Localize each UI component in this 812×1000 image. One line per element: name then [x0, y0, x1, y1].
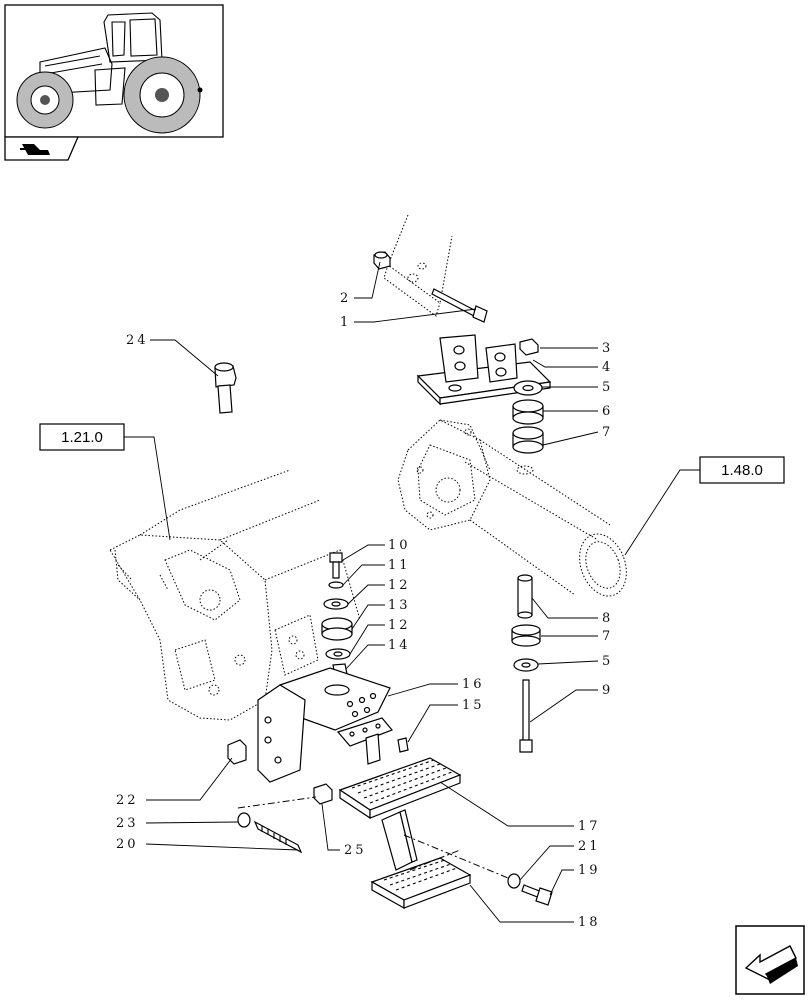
- callout-24: 24: [126, 333, 149, 348]
- callout-9: 9: [602, 683, 613, 698]
- step-18: [370, 857, 472, 910]
- step-link: [381, 809, 418, 871]
- nut-2: [373, 251, 391, 270]
- bush-7b: [511, 624, 541, 647]
- callout-3: 3: [602, 341, 613, 356]
- step-bracket-16: [257, 667, 391, 783]
- callout-19: 19: [578, 863, 601, 878]
- callout-17: 17: [578, 819, 601, 834]
- callout-12-bottom: 12: [388, 618, 411, 633]
- cab-bracket: [383, 214, 453, 317]
- nut-25: [313, 783, 333, 805]
- callout-14: 14: [388, 638, 411, 653]
- bolt-20: [253, 820, 303, 854]
- callout-16: 16: [462, 677, 485, 692]
- step-17: [338, 757, 462, 820]
- callout-12-top: 12: [388, 578, 411, 593]
- callout-6: 6: [602, 404, 613, 419]
- tractor-thumbnail[interactable]: [4, 4, 224, 138]
- callout-1: 1: [340, 315, 351, 330]
- ref-label-front-axle: 1.48.0: [721, 462, 763, 479]
- washer-23: [237, 812, 251, 828]
- callout-10: 10: [388, 538, 411, 553]
- callout-labels: 2 1 3 4 5 6 7 8 7 5 9 10 11 12 13 12 14 …: [116, 291, 613, 930]
- callout-11: 11: [388, 558, 411, 573]
- ref-box-transmission[interactable]: 1.21.0: [39, 423, 125, 451]
- callout-2: 2: [340, 291, 351, 306]
- bolt-10: [329, 552, 343, 579]
- bracket-4: [416, 334, 552, 406]
- bush-7a: [512, 426, 544, 454]
- ref-label-transmission: 1.21.0: [61, 429, 103, 446]
- callout-4: 4: [602, 360, 613, 375]
- callout-5-bottom: 5: [602, 654, 613, 669]
- callout-23: 23: [116, 816, 139, 831]
- next-page-arrow-icon[interactable]: [735, 925, 805, 995]
- washer-11: [328, 581, 344, 589]
- washer-21: [507, 873, 521, 889]
- plate-15: [336, 717, 409, 765]
- callout-21: 21: [578, 839, 601, 854]
- callout-5-top: 5: [602, 380, 613, 395]
- callout-7-top: 7: [602, 425, 613, 440]
- callout-18: 18: [578, 915, 601, 930]
- callout-15: 15: [462, 698, 485, 713]
- spacer-8: [517, 574, 533, 619]
- callout-8: 8: [602, 611, 613, 626]
- section-tab-icon[interactable]: [4, 136, 79, 161]
- pin-24: [214, 362, 237, 414]
- nut-3: [519, 338, 539, 356]
- leader-lines: [145, 261, 599, 923]
- bolt-9: [519, 679, 533, 753]
- callout-20: 20: [116, 837, 139, 852]
- transmission-housing: [109, 469, 361, 721]
- nut-22: [227, 739, 247, 765]
- callout-13: 13: [388, 598, 411, 613]
- callout-22: 22: [116, 793, 139, 808]
- callout-7-bottom: 7: [602, 629, 613, 644]
- ref-box-front-axle[interactable]: 1.48.0: [699, 456, 785, 484]
- bush-13: [321, 617, 353, 641]
- bolt-1: [431, 288, 488, 323]
- bolt-19: [521, 884, 553, 906]
- front-axle: [397, 419, 627, 597]
- callout-25: 25: [344, 843, 367, 858]
- bush-6: [512, 399, 544, 425]
